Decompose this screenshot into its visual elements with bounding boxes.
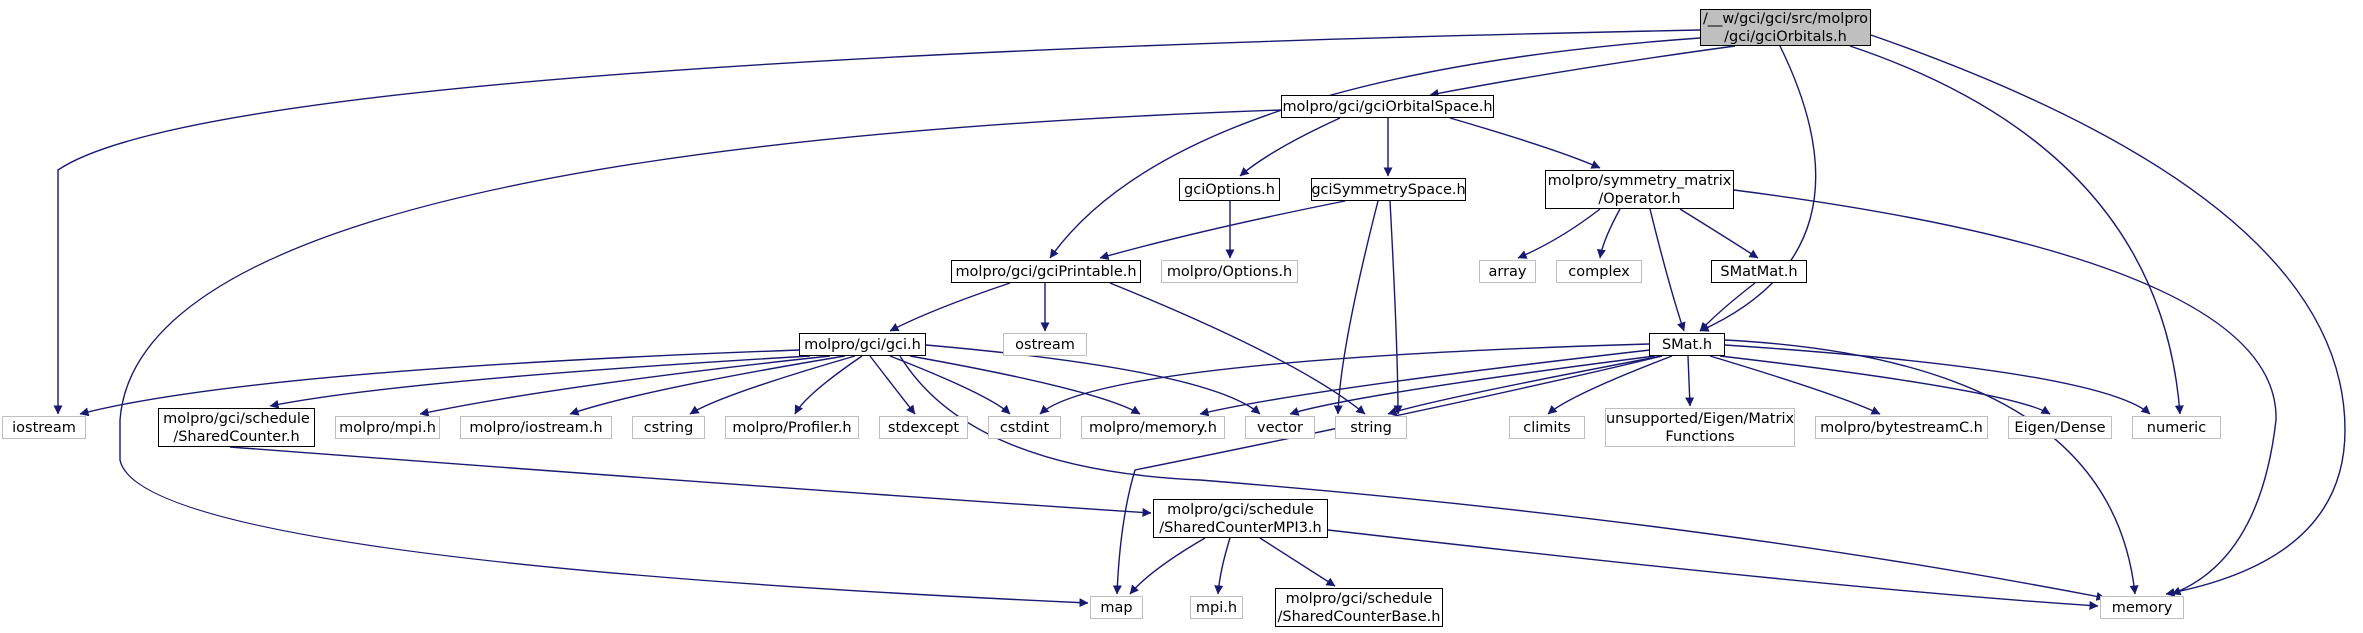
- edge-smat-to-molpro-memory: [1199, 349, 1651, 417]
- edge-shared-counter-to-mpi3: [229, 446, 1152, 517]
- edge-gci-to-molpro-memory: [909, 355, 1141, 415]
- edge-operator-to-smat: [1649, 208, 1686, 332]
- node-ostream[interactable]: ostream: [1003, 333, 1087, 356]
- node-molpro-profiler-h[interactable]: molpro/Profiler.h: [725, 416, 859, 439]
- node-complex[interactable]: complex: [1556, 260, 1642, 283]
- node-cstdint[interactable]: cstdint: [988, 416, 1061, 439]
- node-gci-printable-h[interactable]: molpro/gci/gciPrintable.h: [951, 260, 1141, 283]
- node-memory[interactable]: memory: [2100, 596, 2184, 619]
- node-array[interactable]: array: [1479, 260, 1536, 283]
- edge-gci-to-profiler: [794, 355, 863, 415]
- edge-smat-to-map: [1112, 355, 1663, 595]
- edge-operator-to-complex: [1596, 208, 1621, 259]
- edge-mpi3-to-memory: [1327, 529, 2099, 610]
- node-gci-h[interactable]: molpro/gci/gci.h: [799, 333, 926, 356]
- edge-gci-to-memory: [899, 355, 2106, 601]
- node-smat-h[interactable]: SMat.h: [1649, 333, 1725, 356]
- edge-gci-to-vector: [925, 344, 1261, 415]
- edge-gci-to-cstdint: [889, 355, 1011, 415]
- node-gci-symmetry-space-h[interactable]: gciSymmetrySpace.h: [1311, 178, 1466, 201]
- edge-smat-to-bytestream: [1709, 355, 1881, 415]
- node-smatmat-h[interactable]: SMatMat.h: [1711, 260, 1807, 283]
- node-shared-counter-base-h[interactable]: molpro/gci/schedule /SharedCounterBase.h: [1275, 588, 1443, 627]
- edge-gci-to-cstring: [689, 355, 856, 415]
- node-cstring[interactable]: cstring: [632, 416, 705, 439]
- edge-gci-to-shared-counter: [269, 355, 811, 409]
- edge-printable-to-gci: [889, 282, 1011, 332]
- edge-gci-orbitals-to-printable: [1049, 37, 1701, 259]
- edge-operator-to-smatmat: [1679, 208, 1759, 259]
- edge-symmetry-to-printable: [1099, 200, 1346, 261]
- edge-smat-to-eigen-matrix: [1685, 355, 1695, 407]
- edge-smat-to-climits: [1547, 355, 1673, 415]
- node-molpro-iostream-h[interactable]: molpro/iostream.h: [460, 416, 612, 439]
- edge-gci-orbitals-to-iostream: [53, 29, 1701, 415]
- node-molpro-options-h[interactable]: molpro/Options.h: [1161, 260, 1298, 283]
- edge-smat-to-vector: [1289, 355, 1656, 416]
- node-gci-orbitals-h[interactable]: /__w/gci/gci/src/molpro /gci/gciOrbitals…: [1700, 9, 1871, 46]
- edge-gci-orbitals-to-numeric: [1849, 45, 2184, 415]
- edge-mpi3-to-mpih: [1214, 537, 1231, 595]
- node-gci-orbital-space-h[interactable]: molpro/gci/gciOrbitalSpace.h: [1281, 95, 1494, 118]
- edge-printable-to-string: [1109, 282, 1366, 415]
- node-vector[interactable]: vector: [1245, 416, 1315, 439]
- edge-smat-to-numeric: [1724, 344, 2151, 415]
- edge-gci-to-molpro-iostream: [569, 355, 846, 416]
- edge-mpi3-to-map: [1129, 537, 1206, 595]
- edge-smat-to-cstdint: [1039, 343, 1650, 415]
- node-stdexcept[interactable]: stdexcept: [879, 416, 968, 439]
- edge-symmetry-to-vector: [1333, 200, 1379, 415]
- edge-mpi3-to-shared-counter-base: [1259, 537, 1336, 587]
- edge-gci-to-molpro-mpi: [419, 355, 831, 417]
- edge-gci-orbitals-to-memory: [1870, 34, 2346, 597]
- edge-gci-to-stdexcept: [869, 355, 916, 415]
- edge-gci-orbitals-to-orbital-space: [1429, 45, 1736, 98]
- edge-smat-to-memory: [1724, 339, 2139, 595]
- edge-gci-orbitals-to-smat: [1699, 45, 1817, 332]
- node-string[interactable]: string: [1335, 416, 1407, 439]
- edge-smat-to-eigen-dense: [1719, 355, 2051, 415]
- edge-operator-to-memory: [1733, 189, 2277, 596]
- node-gci-options-h[interactable]: gciOptions.h: [1179, 178, 1280, 201]
- node-shared-counter-h[interactable]: molpro/gci/schedule /SharedCounter.h: [158, 408, 315, 447]
- edge-symmetry-to-string: [1389, 200, 1403, 415]
- node-shared-counter-mpi3-h[interactable]: molpro/gci/schedule /SharedCounterMPI3.h: [1153, 499, 1328, 538]
- edge-orbital-space-to-operator: [1449, 117, 1601, 169]
- node-operator-h[interactable]: molpro/symmetry_matrix /Operator.h: [1545, 170, 1734, 209]
- node-eigen-dense[interactable]: Eigen/Dense: [2008, 416, 2112, 439]
- node-molpro-bytestreamc-h[interactable]: molpro/bytestreamC.h: [1815, 416, 1988, 439]
- node-climits[interactable]: climits: [1509, 416, 1585, 439]
- edge-operator-to-array: [1517, 208, 1601, 259]
- node-mpi-h[interactable]: mpi.h: [1190, 596, 1243, 619]
- edge-orbital-space-to-options: [1239, 117, 1341, 177]
- node-map[interactable]: map: [1090, 596, 1143, 619]
- node-molpro-mpi-h[interactable]: molpro/mpi.h: [335, 416, 440, 439]
- edge-smat-to-string: [1387, 355, 1663, 416]
- node-numeric[interactable]: numeric: [2132, 416, 2221, 439]
- node-eigen-matrix-functions[interactable]: unsupported/Eigen/Matrix Functions: [1605, 408, 1795, 447]
- edge-gci-to-iostream: [79, 349, 800, 417]
- edge-smatmat-to-smat: [1699, 282, 1756, 332]
- edge-orbital-space-to-map: [119, 109, 1282, 608]
- node-iostream[interactable]: iostream: [2, 416, 86, 439]
- node-molpro-memory-h[interactable]: molpro/memory.h: [1081, 416, 1225, 439]
